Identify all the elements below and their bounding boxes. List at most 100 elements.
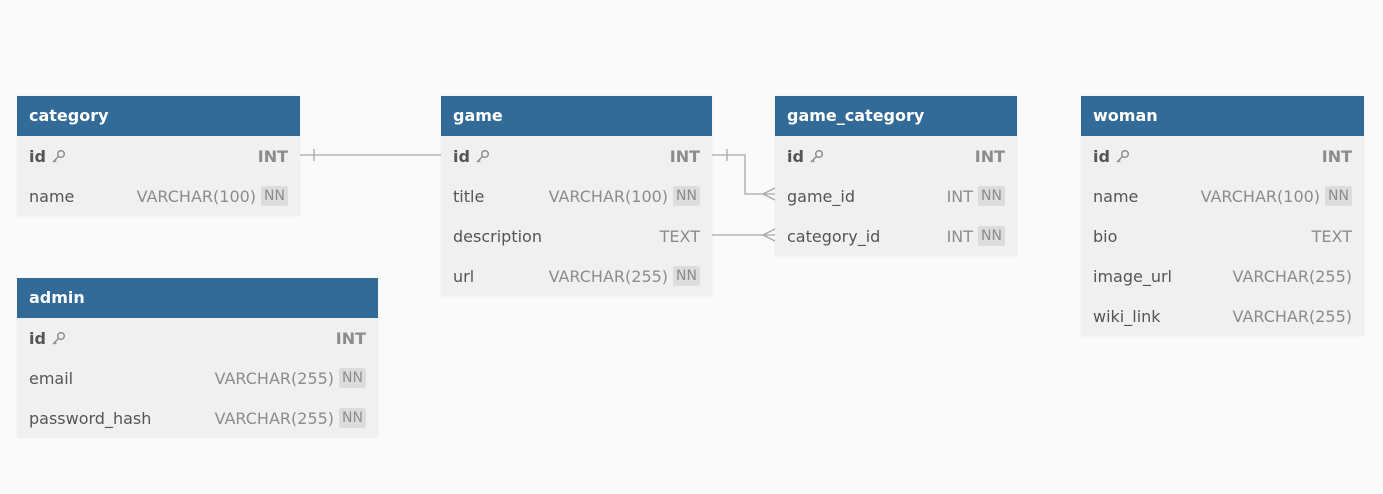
column-type: VARCHAR(255) — [1232, 266, 1352, 286]
column-name-wrap: email — [29, 369, 73, 388]
column-type-wrap: INT — [336, 329, 366, 348]
column-row-description[interactable]: description TEXT — [441, 216, 712, 256]
column-row-id[interactable]: id INT — [17, 318, 378, 358]
table-header[interactable]: game_category — [775, 96, 1017, 136]
column-row-id[interactable]: id INT — [775, 136, 1017, 176]
column-name: id — [1093, 146, 1110, 166]
column-name-wrap: game_id — [787, 187, 855, 206]
column-name: id — [29, 328, 46, 348]
column-row-id[interactable]: id INT — [1081, 136, 1364, 176]
not-null-badge: NN — [673, 186, 700, 206]
column-type-wrap: VARCHAR(100)NN — [549, 186, 700, 206]
table-category[interactable]: category id INT name VARCHAR(100)NN — [17, 96, 300, 216]
column-name-wrap: id — [29, 147, 66, 166]
column-type-wrap: VARCHAR(255)NN — [215, 408, 366, 428]
column-name-wrap: category_id — [787, 227, 880, 246]
not-null-badge: NN — [978, 186, 1005, 206]
column-name-wrap: id — [787, 147, 824, 166]
column-name: url — [453, 266, 475, 286]
key-icon — [475, 149, 490, 164]
column-row-name[interactable]: name VARCHAR(100)NN — [1081, 176, 1364, 216]
column-type-wrap: INT — [258, 147, 288, 166]
column-type: VARCHAR(100) — [1200, 186, 1321, 206]
column-name: id — [787, 146, 804, 166]
column-name-wrap: id — [453, 147, 490, 166]
table-header[interactable]: game — [441, 96, 712, 136]
column-type: INT — [946, 186, 974, 206]
column-row-id[interactable]: id INT — [17, 136, 300, 176]
relation-many-marker — [761, 187, 776, 201]
key-icon — [51, 149, 66, 164]
column-type-wrap: VARCHAR(100)NN — [1201, 186, 1352, 206]
column-type: VARCHAR(100) — [136, 186, 257, 206]
column-name-wrap: id — [29, 329, 66, 348]
column-type: INT — [257, 146, 288, 166]
not-null-badge: NN — [339, 408, 366, 428]
column-name-wrap: name — [1093, 187, 1138, 206]
column-name: email — [29, 368, 74, 388]
column-row-bio[interactable]: bio TEXT — [1081, 216, 1364, 256]
column-name: password_hash — [29, 408, 152, 428]
not-null-badge: NN — [339, 368, 366, 388]
column-type-wrap: INT — [1322, 147, 1352, 166]
column-type-wrap: VARCHAR(255) — [1233, 307, 1352, 326]
column-name: title — [453, 186, 485, 206]
column-type-wrap: VARCHAR(100)NN — [137, 186, 288, 206]
column-name: id — [453, 146, 470, 166]
column-type-wrap: TEXT — [1312, 227, 1352, 246]
column-row-email[interactable]: email VARCHAR(255)NN — [17, 358, 378, 398]
key-icon — [809, 149, 824, 164]
column-name: id — [29, 146, 46, 166]
column-type: TEXT — [659, 226, 700, 246]
column-type-wrap: VARCHAR(255)NN — [549, 266, 700, 286]
column-name-wrap: name — [29, 187, 74, 206]
column-name-wrap: url — [453, 267, 474, 286]
not-null-badge: NN — [673, 266, 700, 286]
column-name: name — [29, 186, 75, 206]
not-null-badge: NN — [978, 226, 1005, 246]
column-type: TEXT — [1311, 226, 1352, 246]
column-row-wiki_link[interactable]: wiki_link VARCHAR(255) — [1081, 296, 1364, 336]
column-name: bio — [1093, 226, 1118, 246]
column-row-title[interactable]: title VARCHAR(100)NN — [441, 176, 712, 216]
column-type-wrap: VARCHAR(255)NN — [215, 368, 366, 388]
column-name-wrap: wiki_link — [1093, 307, 1161, 326]
column-name-wrap: id — [1093, 147, 1130, 166]
table-woman[interactable]: woman id INT name VARCHAR(100)NN bio TEXT image… — [1081, 96, 1364, 336]
column-type: VARCHAR(255) — [1232, 306, 1352, 326]
table-header[interactable]: woman — [1081, 96, 1364, 136]
key-icon — [1115, 149, 1130, 164]
column-type: INT — [974, 146, 1005, 166]
table-header[interactable]: admin — [17, 278, 378, 318]
column-type-wrap: TEXT — [660, 227, 700, 246]
column-type: VARCHAR(255) — [548, 266, 669, 286]
column-name: name — [1093, 186, 1139, 206]
column-row-name[interactable]: name VARCHAR(100)NN — [17, 176, 300, 216]
column-type: INT — [1321, 146, 1352, 166]
column-name: wiki_link — [1093, 306, 1161, 326]
column-name: image_url — [1093, 266, 1172, 286]
column-type-wrap: VARCHAR(255) — [1233, 267, 1352, 286]
column-type: INT — [335, 328, 366, 348]
column-type-wrap: INT — [975, 147, 1005, 166]
not-null-badge: NN — [261, 186, 288, 206]
column-name-wrap: description — [453, 227, 542, 246]
column-type: VARCHAR(100) — [548, 186, 669, 206]
column-name: game_id — [787, 186, 855, 206]
column-type: VARCHAR(255) — [214, 368, 335, 388]
column-type: INT — [946, 226, 974, 246]
column-row-password_hash[interactable]: password_hash VARCHAR(255)NN — [17, 398, 378, 438]
column-row-image_url[interactable]: image_url VARCHAR(255) — [1081, 256, 1364, 296]
column-type: VARCHAR(255) — [214, 408, 335, 428]
column-row-url[interactable]: url VARCHAR(255)NN — [441, 256, 712, 296]
table-header[interactable]: category — [17, 96, 300, 136]
